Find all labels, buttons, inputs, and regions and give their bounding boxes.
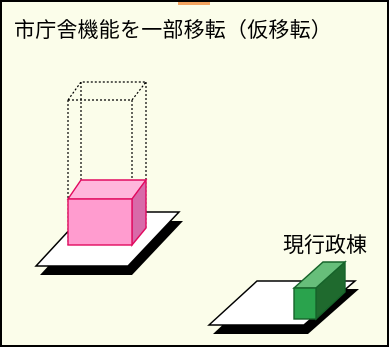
temporary-building-box-icon: [66, 177, 148, 247]
diagram-title: 市庁舎機能を一部移転（仮移転）: [14, 18, 332, 42]
top-accent-mark: [178, 2, 210, 5]
current-building-box-icon: [292, 260, 347, 321]
current-building-label: 現行政棟: [283, 233, 367, 257]
